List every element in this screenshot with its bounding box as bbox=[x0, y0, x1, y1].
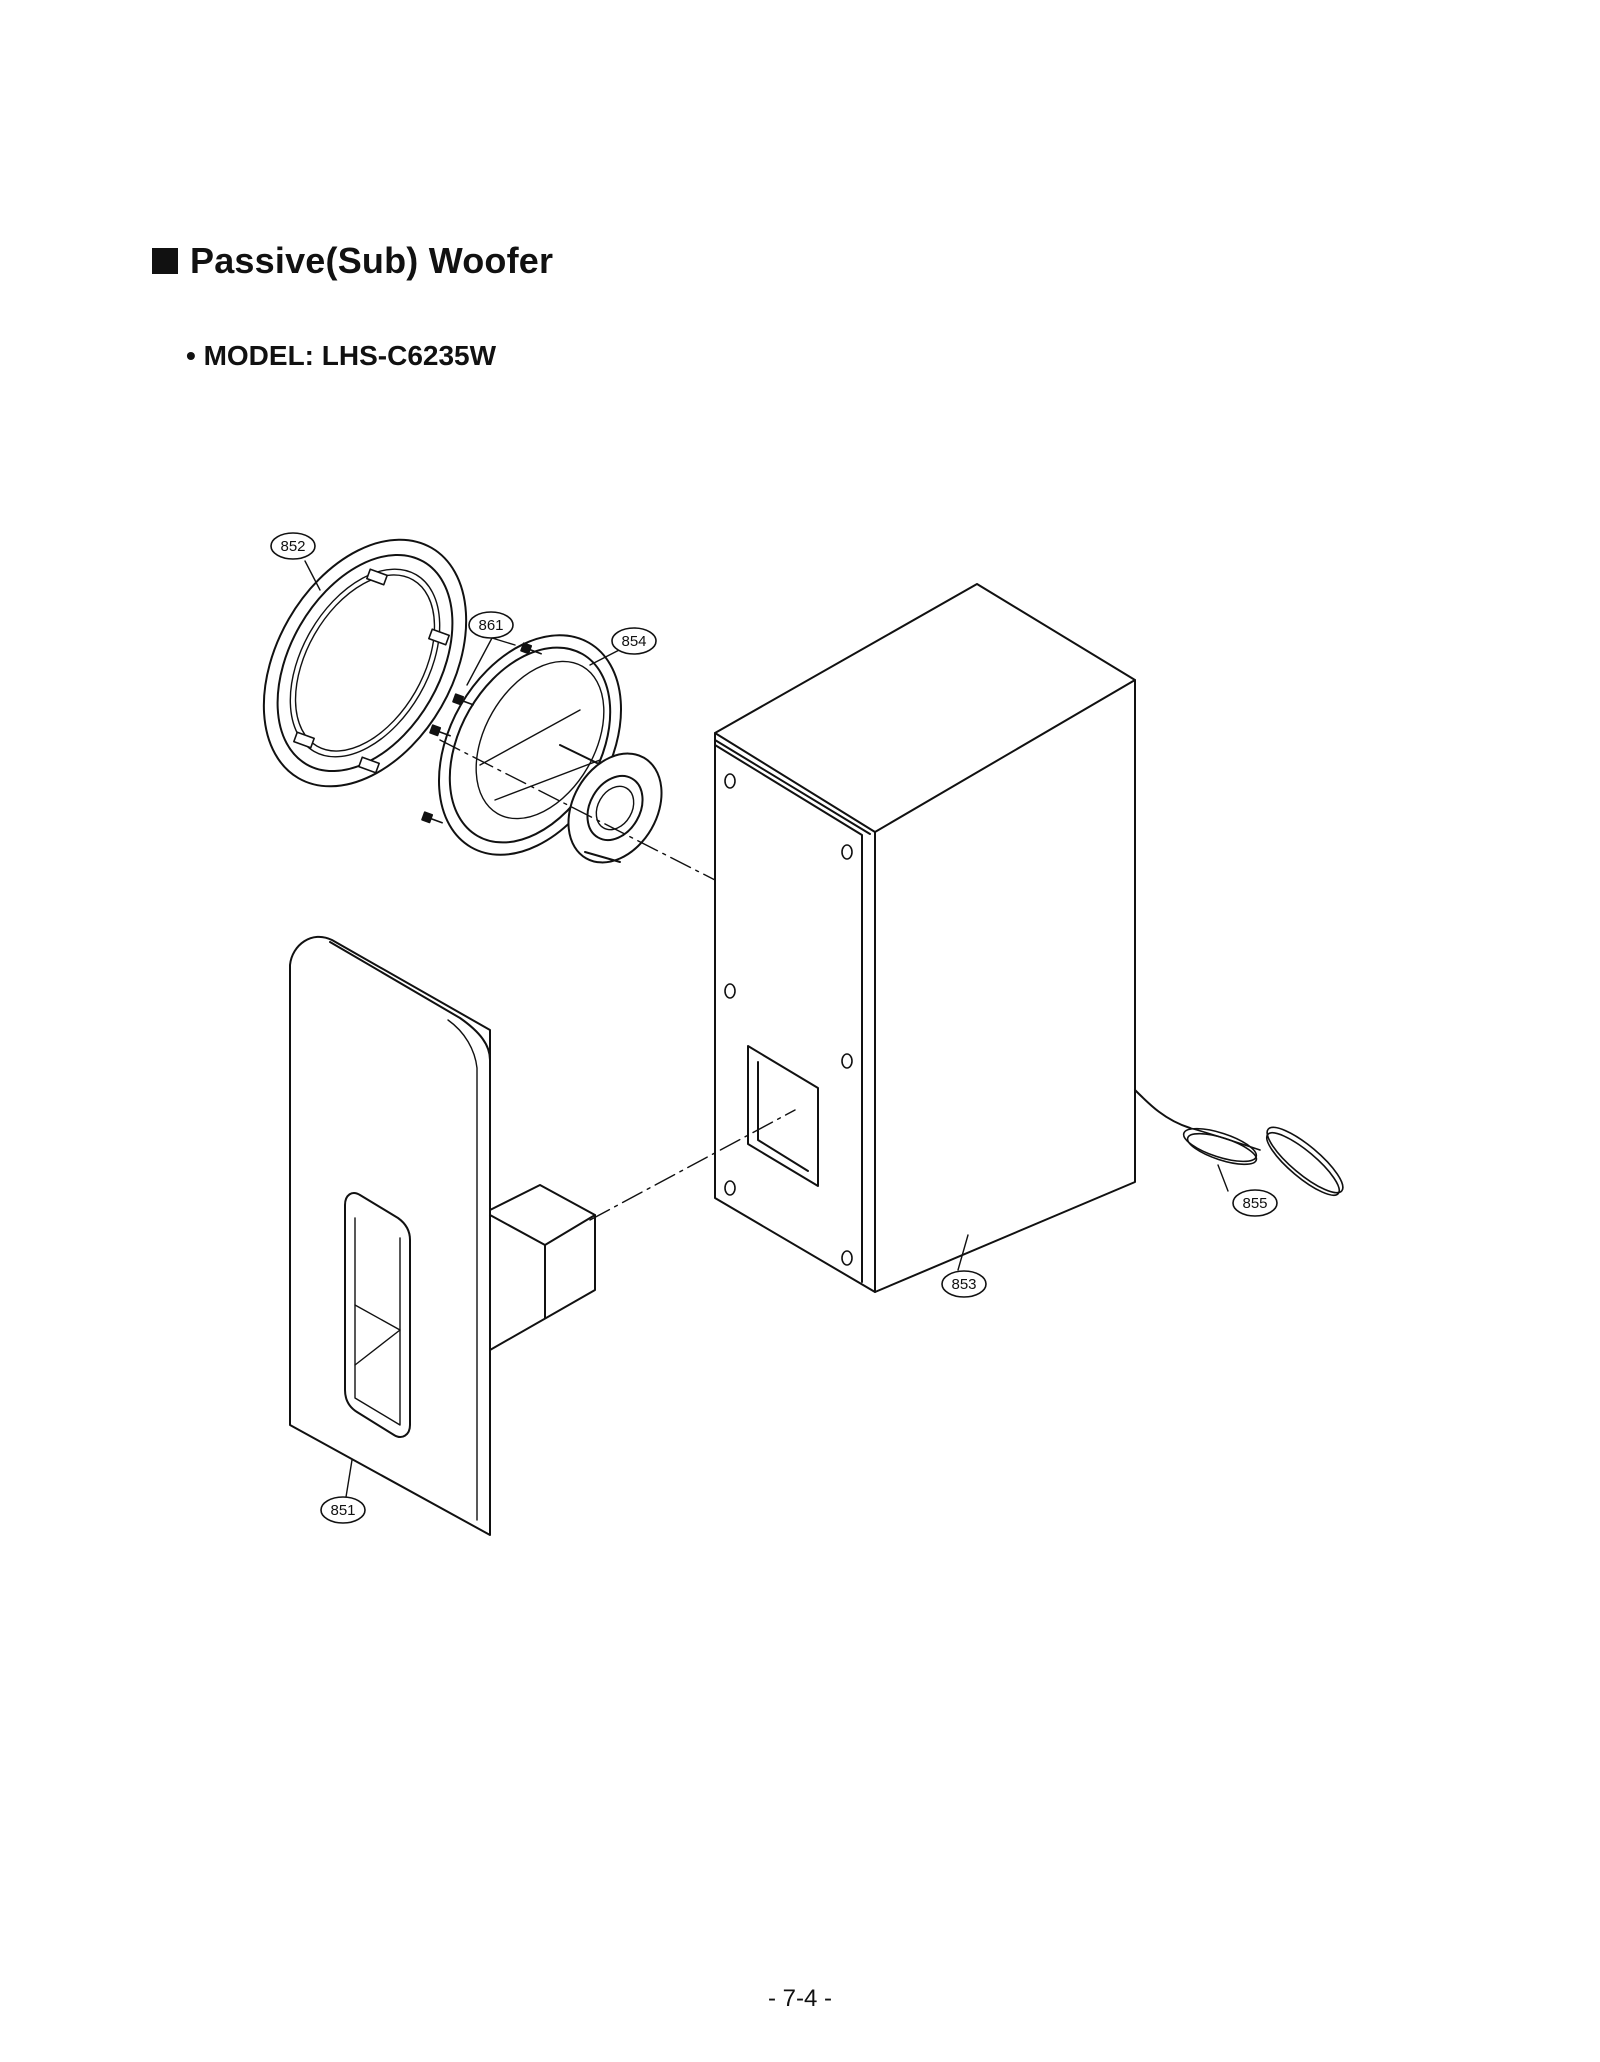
square-bullet-icon bbox=[152, 248, 178, 274]
label-861: 861 bbox=[478, 617, 503, 634]
speaker-driver bbox=[438, 634, 663, 864]
callout-852 bbox=[270, 532, 316, 560]
page-number: - 7-4 - bbox=[767, 1985, 832, 2012]
grille-ring bbox=[262, 538, 468, 788]
callout-855 bbox=[1232, 1189, 1278, 1217]
callout-861 bbox=[468, 611, 514, 639]
screws bbox=[421, 642, 542, 824]
label-853: 853 bbox=[951, 1276, 976, 1293]
model-label: • MODEL: LHS-C6235W bbox=[186, 340, 497, 371]
section-title: Passive(Sub) Woofer bbox=[190, 240, 554, 281]
label-855: 855 bbox=[1242, 1195, 1267, 1212]
callout-851 bbox=[320, 1496, 366, 1524]
cabinet bbox=[714, 583, 1191, 1293]
label-854: 854 bbox=[621, 633, 646, 650]
callout-853 bbox=[941, 1270, 987, 1298]
label-852: 852 bbox=[280, 538, 305, 555]
section-heading: Passive(Sub) Woofer bbox=[152, 240, 553, 282]
speaker-cable bbox=[1182, 1126, 1344, 1197]
callout-854 bbox=[611, 627, 657, 655]
front-panel bbox=[289, 935, 596, 1536]
label-851: 851 bbox=[330, 1502, 355, 1519]
